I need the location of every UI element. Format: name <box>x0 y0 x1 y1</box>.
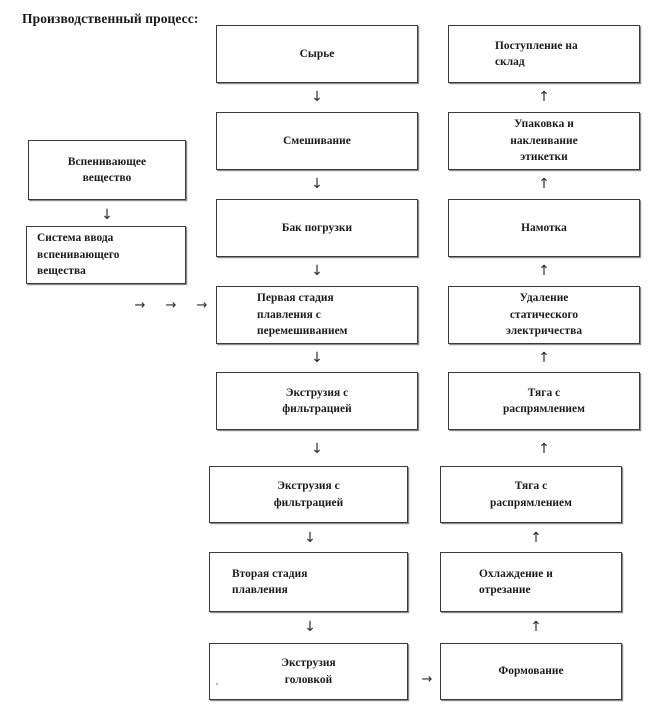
node-label: Охлаждение и отрезание <box>479 567 553 597</box>
connector-arrow-down: ↓ <box>311 176 323 192</box>
node-packing-labeling[interactable]: Упаковка и наклеивание этикетки <box>448 112 640 170</box>
node-foaming-agent[interactable]: Вспенивающее вещество <box>28 140 186 200</box>
connector-arrow-up: ↑ <box>538 263 550 279</box>
node-label: Тяга с распрямлением <box>503 386 585 416</box>
node-label: Экструзия с фильтрацией <box>282 386 352 416</box>
node-second-melting-stage[interactable]: Вторая стадия плавления <box>209 552 408 612</box>
node-cooling-cutting[interactable]: Охлаждение и отрезание <box>440 552 622 612</box>
node-static-removal[interactable]: Удаление статического электричества <box>448 286 640 344</box>
connector-arrow-right: → <box>134 298 146 313</box>
connector-arrow-right: → <box>196 298 208 313</box>
page-speck <box>216 683 218 685</box>
connector-arrow-down: ↓ <box>311 350 323 366</box>
node-label: Формование <box>498 665 564 678</box>
node-label: Первая стадия плавления с перемешиванием <box>257 292 348 338</box>
connector-arrow-down: ↓ <box>311 89 323 105</box>
node-extrusion-filtration-2[interactable]: Экструзия с фильтрацией <box>209 466 408 523</box>
node-first-melting-stage[interactable]: Первая стадия плавления с перемешиванием <box>216 286 418 344</box>
node-label: Сырье <box>299 47 335 60</box>
connector-arrow-down: ↓ <box>311 441 323 457</box>
page-title: Производственный процесс: <box>22 11 199 26</box>
connector-arrow-down: ↓ <box>304 619 316 635</box>
node-label: Вспенивающее вещество <box>67 155 147 185</box>
node-winding[interactable]: Намотка <box>448 199 640 257</box>
node-label: Смешивание <box>283 134 351 147</box>
node-foaming-agent-feed-system[interactable]: Система ввода вспенивающего вещества <box>26 226 186 284</box>
node-label: Удаление статического электричества <box>505 292 583 338</box>
node-mixing[interactable]: Смешивание <box>216 112 418 170</box>
node-straightening-traction-2[interactable]: Тяга с распрямлением <box>440 466 622 523</box>
node-label: Поступление на склад <box>495 39 578 69</box>
connector-arrow-up: ↑ <box>538 441 550 457</box>
node-warehouse-receipt[interactable]: Поступление на склад <box>448 25 640 83</box>
connector-arrow-up: ↑ <box>538 350 550 366</box>
node-forming[interactable]: Формование <box>440 643 622 700</box>
connector-arrow-down: ↓ <box>304 530 316 546</box>
connector-arrow-right: → <box>165 298 177 313</box>
node-label: Вторая стадия плавления <box>232 567 308 597</box>
node-straightening-traction-1[interactable]: Тяга с распрямлением <box>448 372 640 430</box>
node-extrusion-filtration-1[interactable]: Экструзия с фильтрацией <box>216 372 418 430</box>
node-label: Бак погрузки <box>281 221 353 234</box>
connector-arrow-up: ↑ <box>538 89 550 105</box>
connector-arrow-down: ↓ <box>311 263 323 279</box>
node-loading-tank[interactable]: Бак погрузки <box>216 199 418 257</box>
connector-arrow-right: → <box>421 672 433 687</box>
node-label: Экструзия с фильтрацией <box>273 480 344 509</box>
node-label: Система ввода вспенивающего вещества <box>37 232 120 278</box>
connector-arrow-up: ↑ <box>530 619 542 635</box>
connector-arrow-up: ↑ <box>530 530 542 546</box>
node-die-extrusion[interactable]: Экструзия головкой <box>209 643 408 700</box>
node-label: Намотка <box>521 221 567 234</box>
node-label: Тяга с распрямлением <box>490 480 572 509</box>
node-label: Экструзия головкой <box>281 657 336 686</box>
connector-arrow-down: ↓ <box>101 207 113 223</box>
node-raw-material[interactable]: Сырье <box>216 25 418 83</box>
connector-arrow-up: ↑ <box>538 176 550 192</box>
node-label: Упаковка и наклеивание этикетки <box>510 118 578 164</box>
